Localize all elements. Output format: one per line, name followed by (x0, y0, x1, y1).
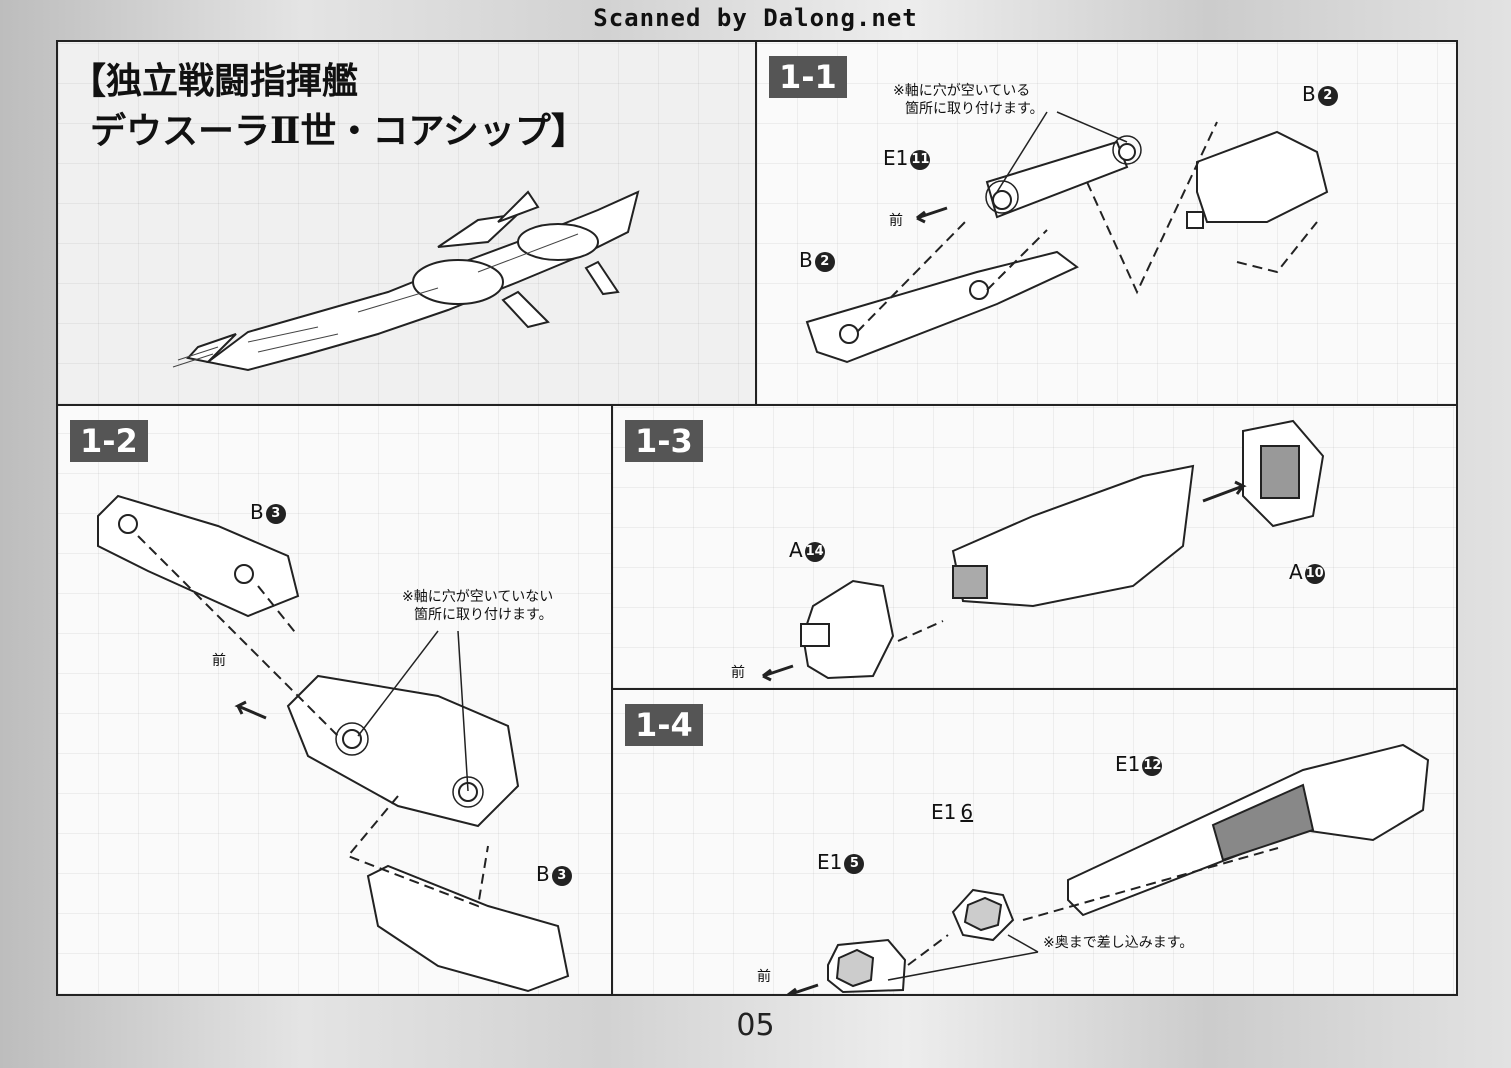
step-number: 1-1 (769, 56, 847, 98)
note-line: ※軸に穴が空いている (893, 83, 1031, 99)
step-1-3-diagram (762, 419, 1325, 682)
note-line: 箇所に取り付けます。 (414, 607, 553, 623)
front-label: 前 (757, 969, 771, 985)
step-number: 1-2 (70, 420, 148, 462)
note-line: ※軸に穴が空いていない (402, 589, 554, 605)
scan-watermark: Scanned by Dalong.net (593, 4, 918, 32)
title-line-2: デウスーラⅡ世・コアシップ】 (90, 110, 587, 152)
instruction-frame: 【独立戦闘指揮艦 デウスーラⅡ世・コアシップ】 (56, 40, 1458, 996)
step-number: 1-3 (625, 420, 703, 462)
front-label: 前 (731, 665, 745, 681)
title-line-1: 【独立戦闘指揮艦 (70, 60, 359, 102)
page-title: 【独立戦闘指揮艦 デウスーラⅡ世・コアシップ】 (70, 56, 587, 156)
step-1-1-diagram (805, 111, 1329, 364)
front-label: 前 (889, 213, 903, 229)
step-1-2-diagram (97, 494, 570, 993)
background-grid (58, 42, 755, 404)
note-line: 箇所に取り付けます。 (905, 101, 1044, 117)
step-number: 1-4 (625, 704, 703, 746)
step-note: ※奥まで差し込みます。 (1043, 935, 1194, 951)
front-label: 前 (212, 653, 226, 669)
step-note: ※軸に穴が空いていない 箇所に取り付けます。 (402, 588, 553, 624)
page-number: 05 (736, 1008, 775, 1043)
background-grid (613, 690, 1456, 994)
title-panel: 【独立戦闘指揮艦 デウスーラⅡ世・コアシップ】 (58, 42, 757, 406)
ship-illustration (172, 190, 640, 372)
step-1-4-diagram (787, 743, 1430, 994)
step-note: ※軸に穴が空いている 箇所に取り付けます。 (893, 82, 1044, 118)
